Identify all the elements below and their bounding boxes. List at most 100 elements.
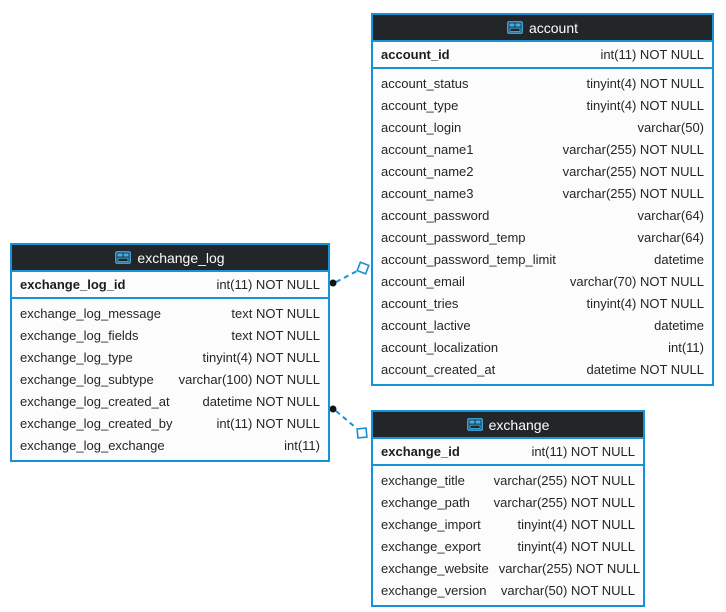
column-name: account_password [381, 207, 490, 223]
table-row[interactable]: exchange_title varchar(255) NOT NULL [373, 469, 643, 491]
column-type: varchar(50) [637, 119, 704, 135]
table-title: exchange_log [137, 249, 225, 266]
column-type: tinyint(4) NOT NULL [586, 75, 704, 91]
table-row[interactable]: account_type tinyint(4) NOT NULL [373, 94, 712, 116]
table-row[interactable]: account_localization int(11) [373, 336, 712, 358]
column-name: exchange_path [381, 494, 470, 510]
table-row[interactable]: exchange_log_message text NOT NULL [12, 302, 328, 324]
table-row[interactable]: exchange_log_exchange int(11) [12, 434, 328, 456]
column-type: varchar(255) NOT NULL [562, 185, 704, 201]
column-type: varchar(70) NOT NULL [569, 273, 704, 289]
table-row[interactable]: exchange_log_created_by int(11) NOT NULL [12, 412, 328, 434]
column-name: exchange_title [381, 472, 465, 488]
column-type: text NOT NULL [231, 305, 320, 321]
column-type: int(11) [284, 437, 320, 453]
primary-key-row[interactable]: exchange_id int(11) NOT NULL [373, 439, 643, 466]
column-type: varchar(100) NOT NULL [178, 371, 320, 387]
relation-exchange_log-account[interactable] [329, 261, 370, 287]
table-account[interactable]: account account_id int(11) NOT NULL acco… [371, 13, 714, 386]
column-type: int(11) NOT NULL [216, 415, 320, 431]
column-type: int(11) [668, 339, 704, 355]
table-row[interactable]: account_password varchar(64) [373, 204, 712, 226]
table-row[interactable]: account_name2 varchar(255) NOT NULL [373, 160, 712, 182]
column-name: exchange_log_message [20, 305, 161, 321]
column-type: tinyint(4) NOT NULL [517, 516, 635, 532]
column-type: varchar(64) [637, 229, 704, 245]
relation-endpoint-dot [329, 279, 337, 287]
column-type: varchar(255) NOT NULL [562, 163, 704, 179]
table-exchange[interactable]: exchange exchange_id int(11) NOT NULL ex… [371, 410, 645, 607]
column-name: account_name3 [381, 185, 474, 201]
table-title: account [528, 19, 579, 36]
table-header[interactable]: exchange_log [12, 245, 328, 272]
table-row[interactable]: exchange_log_subtype varchar(100) NOT NUL… [12, 368, 328, 390]
column-type: datetime NOT NULL [202, 393, 320, 409]
table-row[interactable]: exchange_import tinyint(4) NOT NULL [373, 513, 643, 535]
table-exchange_log[interactable]: exchange_log exchange_log_id int(11) NOT… [10, 243, 330, 462]
column-name: account_status [381, 75, 469, 91]
column-type: tinyint(4) NOT NULL [202, 349, 320, 365]
column-name: account_localization [381, 339, 499, 355]
column-type: varchar(64) [637, 207, 704, 223]
column-type: varchar(255) NOT NULL [493, 494, 635, 510]
column-type: int(11) NOT NULL [531, 444, 635, 459]
table-row[interactable]: account_email varchar(70) NOT NULL [373, 270, 712, 292]
table-row[interactable]: account_password_temp_limit datetime [373, 248, 712, 270]
column-name: account_created_at [381, 361, 496, 377]
column-type: tinyint(4) NOT NULL [517, 538, 635, 554]
primary-key-row[interactable]: exchange_log_id int(11) NOT NULL [12, 272, 328, 299]
table-header[interactable]: exchange [373, 412, 643, 439]
table-row[interactable]: account_name1 varchar(255) NOT NULL [373, 138, 712, 160]
table-row[interactable]: account_password_temp varchar(64) [373, 226, 712, 248]
column-name: exchange_log_exchange [20, 437, 165, 453]
column-type: int(11) NOT NULL [600, 47, 704, 62]
table-header[interactable]: account [373, 15, 712, 42]
column-name: account_password_temp_limit [381, 251, 556, 267]
table-icon [115, 251, 132, 264]
column-name: exchange_export [381, 538, 481, 554]
table-icon [507, 21, 523, 34]
column-type: datetime [654, 251, 704, 267]
column-name: exchange_import [381, 516, 481, 532]
column-name: account_password_temp [381, 229, 526, 245]
column-name: account_name1 [381, 141, 474, 157]
column-name: exchange_log_subtype [20, 371, 154, 387]
column-name: account_email [381, 273, 465, 289]
column-type: varchar(255) NOT NULL [493, 472, 635, 488]
table-icon [466, 418, 483, 431]
relation-exchange_log-exchange[interactable] [329, 405, 368, 439]
table-row[interactable]: exchange_export tinyint(4) NOT NULL [373, 535, 643, 557]
column-name: exchange_log_fields [20, 327, 139, 343]
table-row[interactable]: exchange_log_fields text NOT NULL [12, 324, 328, 346]
column-name: exchange_version [381, 582, 487, 598]
column-type: varchar(255) NOT NULL [562, 141, 704, 157]
column-name: account_name2 [381, 163, 474, 179]
column-name: exchange_log_created_by [20, 415, 173, 431]
column-name: exchange_log_id [20, 277, 126, 292]
relation-endpoint-diamond [356, 427, 368, 439]
table-row[interactable]: exchange_path varchar(255) NOT NULL [373, 491, 643, 513]
column-name: account_type [381, 97, 459, 113]
table-row[interactable]: account_name3 varchar(255) NOT NULL [373, 182, 712, 204]
column-type: tinyint(4) NOT NULL [586, 97, 704, 113]
relation-endpoint-dot [329, 405, 337, 413]
column-type: int(11) NOT NULL [216, 277, 320, 292]
column-type: text NOT NULL [231, 327, 320, 343]
table-row[interactable]: account_status tinyint(4) NOT NULL [373, 72, 712, 94]
column-type: varchar(255) NOT NULL [498, 560, 641, 576]
primary-key-row[interactable]: account_id int(11) NOT NULL [373, 42, 712, 69]
column-name: account_id [381, 47, 450, 62]
